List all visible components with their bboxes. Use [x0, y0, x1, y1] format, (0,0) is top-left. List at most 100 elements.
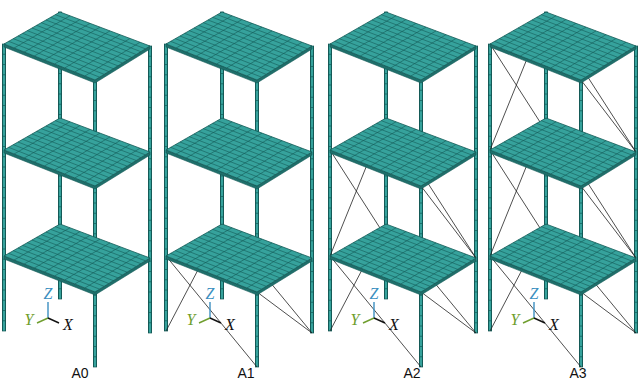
mesh-tick	[579, 223, 583, 224]
mesh-line	[360, 235, 416, 268]
mesh-tick	[310, 169, 314, 170]
mesh-tick	[148, 281, 152, 282]
mesh-line	[349, 33, 440, 68]
mesh-tick	[164, 238, 168, 239]
mesh-tick	[164, 146, 168, 147]
mesh-tick	[488, 290, 492, 291]
mesh-tick	[310, 292, 314, 293]
mesh-line	[217, 31, 272, 64]
mesh-tick	[2, 177, 6, 178]
mesh-tick	[58, 94, 62, 95]
mesh-tick	[93, 223, 97, 224]
mesh-tick	[148, 302, 152, 303]
mesh-tick	[384, 217, 388, 218]
mesh-tick	[148, 158, 152, 159]
mesh-tick	[474, 66, 478, 67]
mesh-line	[510, 20, 566, 52]
mesh-line	[85, 148, 140, 182]
mesh-line	[367, 23, 457, 58]
mesh-tick	[328, 238, 332, 239]
mesh-line	[46, 126, 136, 161]
mesh-tick	[488, 115, 492, 116]
mesh-tick	[2, 218, 6, 219]
mesh-line	[537, 123, 627, 157]
mesh-line	[504, 248, 595, 284]
mesh-line	[561, 144, 616, 178]
mesh-line	[518, 28, 609, 63]
mesh-line	[9, 147, 100, 183]
mesh-tick	[255, 121, 259, 122]
mesh-line	[37, 25, 127, 60]
mesh-tick	[148, 148, 152, 149]
mesh-tick	[310, 158, 314, 159]
slab	[4, 224, 150, 292]
mesh-tick	[58, 217, 62, 218]
axis-label: X	[63, 317, 73, 333]
axis-label: Y	[25, 312, 34, 328]
mesh-line	[527, 129, 617, 164]
mesh-tick	[488, 54, 492, 55]
mesh-tick	[310, 148, 314, 149]
mesh-tick	[310, 87, 314, 88]
mesh-line	[377, 17, 467, 51]
mesh-line	[44, 27, 100, 60]
mesh-line	[518, 134, 609, 169]
mesh-tick	[579, 326, 583, 327]
mesh-tick	[474, 158, 478, 159]
mesh-line	[18, 142, 109, 178]
column-fill	[475, 46, 477, 333]
mesh-tick	[328, 136, 332, 137]
mesh-line	[541, 31, 596, 64]
mesh-tick	[148, 333, 152, 334]
mesh-tick	[488, 238, 492, 239]
mesh-line	[55, 121, 145, 155]
mesh-line	[360, 23, 416, 56]
mesh-tick	[488, 320, 492, 321]
mesh-line	[9, 41, 100, 77]
mesh-tick	[474, 271, 478, 272]
mesh-tick	[328, 228, 332, 229]
mesh-tick	[384, 94, 388, 95]
mesh-tick	[544, 206, 548, 207]
mesh-tick	[474, 169, 478, 170]
mesh-line	[75, 250, 130, 284]
mesh-tick	[58, 104, 62, 105]
mesh-line	[541, 121, 631, 155]
mesh-line	[46, 232, 136, 267]
mesh-tick	[634, 322, 638, 323]
mesh-tick	[419, 336, 423, 337]
mesh-tick	[328, 187, 332, 188]
mesh-tick	[488, 208, 492, 209]
mesh-tick	[488, 74, 492, 75]
mesh-line	[495, 41, 586, 77]
slab	[330, 12, 476, 80]
mesh-tick	[310, 312, 314, 313]
mesh-line	[51, 17, 141, 51]
mesh-line	[196, 129, 252, 162]
mesh-line	[206, 27, 262, 60]
mesh-tick	[328, 290, 332, 291]
mesh-line	[353, 31, 444, 66]
mesh-tick	[474, 199, 478, 200]
mesh-line	[551, 35, 606, 68]
mesh-line	[537, 229, 627, 263]
mesh-tick	[328, 105, 332, 106]
mesh-line	[358, 28, 449, 63]
mesh-tick	[488, 85, 492, 86]
mesh-tick	[93, 233, 97, 234]
mesh-line	[185, 33, 276, 68]
axis-label: Y	[511, 312, 520, 328]
mesh-line	[171, 253, 262, 289]
mesh-line	[367, 235, 457, 270]
mesh-tick	[488, 167, 492, 168]
axis-label: Z	[44, 286, 53, 302]
mesh-line	[194, 240, 285, 275]
mesh-line	[227, 35, 282, 68]
mesh-tick	[474, 302, 478, 303]
mesh-tick	[2, 197, 6, 198]
mesh-tick	[328, 126, 332, 127]
mesh-line	[227, 141, 282, 174]
mesh-line	[363, 237, 453, 272]
mesh-line	[370, 239, 426, 272]
mesh-line	[189, 31, 280, 66]
